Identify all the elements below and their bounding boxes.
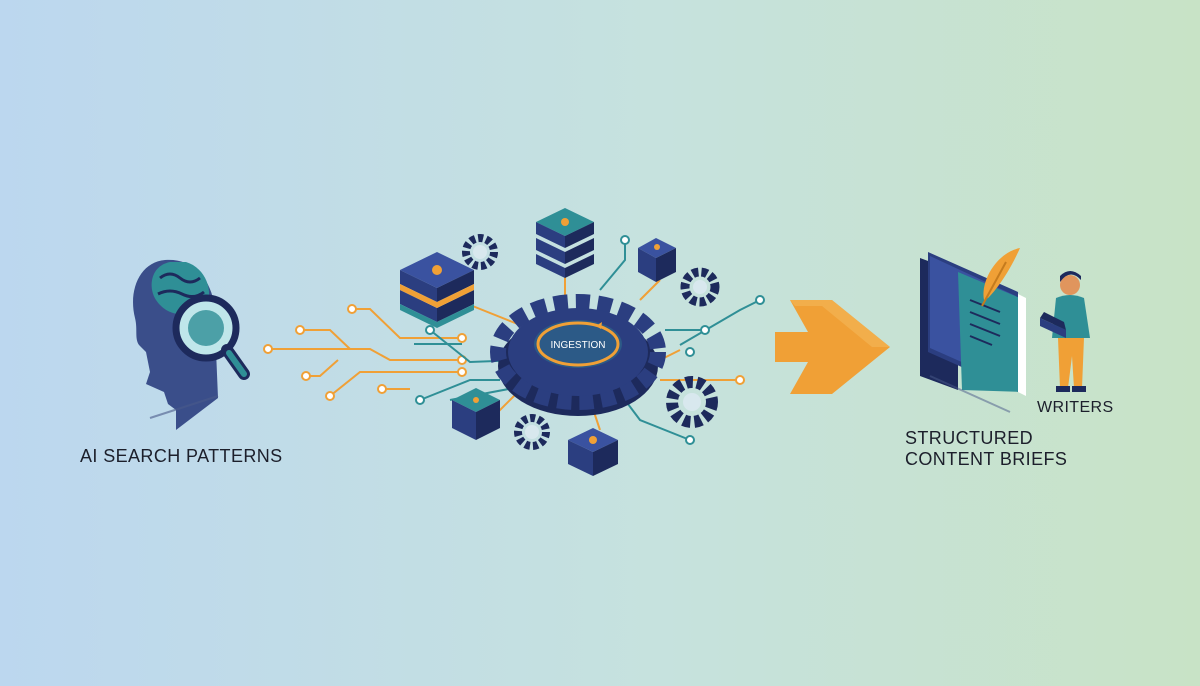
gear-small-top [462, 234, 498, 270]
gear-medium-right [666, 376, 718, 428]
cube-top-right [638, 238, 676, 282]
gear-small-right [680, 267, 720, 307]
server-stack-top [536, 208, 594, 278]
structured-line-1: STRUCTURED [905, 428, 1033, 448]
ai-search-patterns-label: AI SEARCH PATTERNS [80, 446, 283, 466]
structured-content-briefs-label: STRUCTURED CONTENT BRIEFS [905, 428, 1067, 470]
gear-small-bottom [514, 414, 550, 450]
person-laptop-icon [1040, 271, 1090, 392]
cube-bottom-center [568, 428, 618, 476]
circuit-nodes-left [263, 304, 467, 405]
cube-bottom-left [452, 388, 500, 440]
structured-line-2: CONTENT BRIEFS [905, 449, 1068, 469]
writers-label: WRITERS [1037, 399, 1114, 416]
server-stack-left [400, 252, 474, 328]
arrow-right-icon [775, 300, 890, 394]
hub-label: INGESTION [550, 340, 605, 351]
network-nodes [425, 235, 765, 445]
head-magnifier-icon [133, 259, 250, 430]
ingestion-hub-gear: INGESTION [490, 294, 666, 416]
book-quill-icon [920, 248, 1026, 413]
